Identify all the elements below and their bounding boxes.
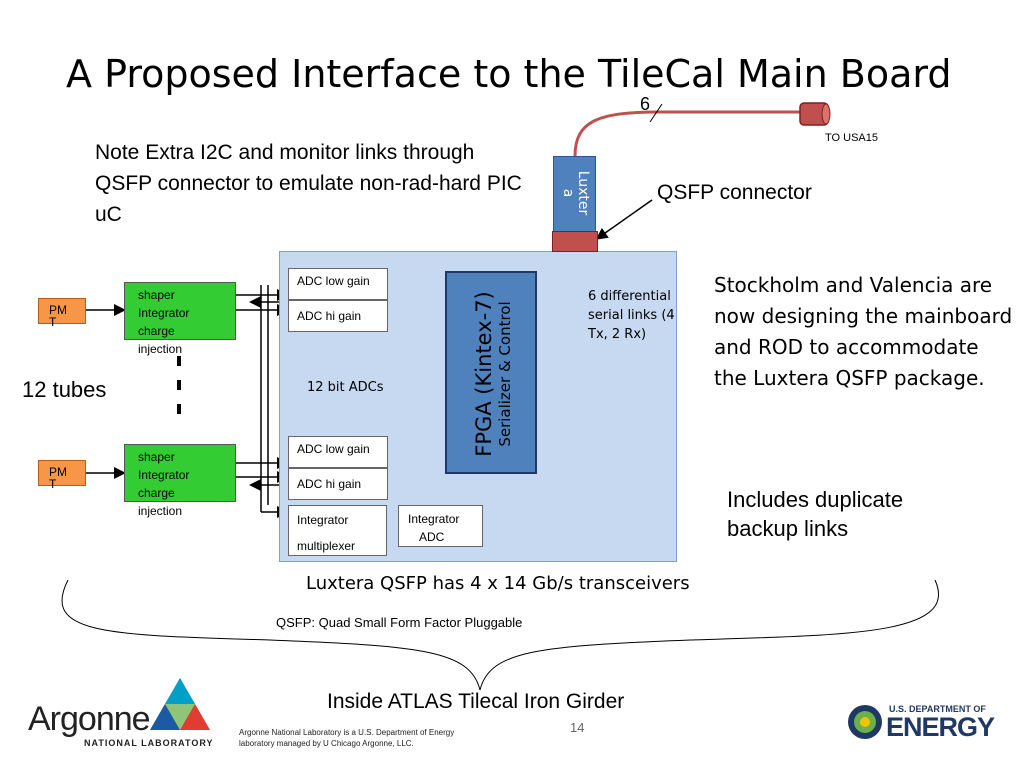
injection-line: injection [138, 342, 183, 356]
luxtera-qsfp-note: Luxtera QSFP has 4 x 14 Gb/s transceiver… [306, 573, 690, 594]
shaper-text: shaper Integrator charge injection [125, 445, 235, 520]
luxtera-module: Luxter a [553, 156, 596, 232]
integrator-mux-line1: Integrator [297, 513, 349, 527]
luxtera-label-line1: Luxter [575, 170, 591, 216]
serial-links-label: 6 differential serial links (4 Tx, 2 Rx) [588, 289, 675, 342]
charge-line: charge [138, 486, 175, 500]
adc-low-gain-top: ADC low gain [288, 268, 388, 300]
stockholm-note: Stockholm and Valencia are now designing… [714, 273, 1013, 390]
argonne-disclaimer: Argonne National Laboratory is a U.S. De… [239, 728, 455, 748]
adc-hi-gain-bottom: ADC hi gain [288, 468, 388, 500]
integrator-adc: Integrator ADC [398, 505, 483, 547]
page-number: 14 [570, 720, 585, 735]
integrator-adc-line2: ADC [419, 530, 445, 544]
adc-hi-gain-label: ADC hi gain [297, 477, 362, 491]
adc-low-gain-label: ADC low gain [297, 442, 370, 456]
fpga-main-label: FPGA (Kintex-7) [472, 291, 496, 457]
qsfp-definition: QSFP: Quad Small Form Factor Pluggable [276, 615, 523, 630]
fiber-count-label: 6 [640, 94, 651, 114]
luxtera-label-line2: a [560, 188, 576, 198]
doe-energy-label: ENERGY [886, 712, 995, 742]
integrator-multiplexer: Integrator multiplexer [288, 505, 387, 556]
doe-seal-icon [848, 705, 882, 739]
adc-low-gain-bottom: ADC low gain [288, 436, 388, 468]
shaper-line: shaper [138, 288, 175, 302]
i2c-note: Note Extra I2C and monitor links through… [95, 141, 522, 226]
integrator-line: Integrator [138, 306, 190, 320]
to-usa15-label: TO USA15 [825, 132, 878, 144]
fpga-block: FPGA (Kintex-7) Serializer & Control [445, 271, 537, 474]
bottom-brace [61, 579, 940, 691]
qsfp-pointer-arrow [595, 199, 653, 240]
doe-small-label: U.S. DEPARTMENT OF [889, 704, 986, 714]
bit-adcs-label: 12 bit ADCs [307, 380, 384, 395]
pmt-line1: PM [49, 303, 67, 317]
fiber-cable [573, 110, 802, 157]
adc-hi-gain-label: ADC hi gain [297, 309, 362, 323]
integrator-adc-line1: Integrator [408, 512, 460, 526]
inside-atlas-label: Inside ATLAS Tilecal Iron Girder [327, 690, 625, 713]
fiber-tick [649, 103, 663, 123]
pmt-bottom: PM T [38, 460, 86, 490]
argonne-subtitle: NATIONAL LABORATORY [84, 738, 214, 748]
qsfp-connector-label: QSFP connector [657, 181, 812, 204]
fiber-end-connector-icon [799, 102, 831, 126]
shaper-line: shaper [138, 450, 175, 464]
fpga-label-group: FPGA (Kintex-7) Serializer & Control [472, 291, 514, 457]
luxtera-label: Luxter a [560, 170, 591, 216]
adc-low-gain-label: ADC low gain [297, 274, 370, 288]
integrator-line: Integrator [138, 468, 190, 482]
slide-title: A Proposed Interface to the TileCal Main… [66, 52, 952, 96]
pmt-line1: PM [49, 465, 67, 479]
injection-line: injection [138, 504, 183, 518]
fpga-sub-label: Serializer & Control [496, 301, 514, 447]
pmt-top: PM T [38, 298, 86, 328]
tubes-label: 12 tubes [22, 377, 107, 402]
qsfp-connector [552, 231, 598, 252]
integrator-mux-line2: multiplexer [297, 539, 356, 553]
shaper-integrator-bottom: shaper Integrator charge injection [124, 444, 236, 518]
pmt-line2: T [49, 477, 57, 491]
shaper-text: shaper Integrator charge injection [125, 283, 235, 358]
charge-line: charge [138, 324, 175, 338]
duplicate-links-note: Includes duplicate backup links [727, 487, 904, 541]
pmt-line2: T [49, 315, 57, 329]
shaper-integrator-top: shaper Integrator charge injection [124, 282, 236, 356]
argonne-triangle-logo [150, 678, 210, 730]
argonne-wordmark: Argonne [28, 700, 151, 738]
adc-hi-gain-top: ADC hi gain [288, 300, 388, 332]
